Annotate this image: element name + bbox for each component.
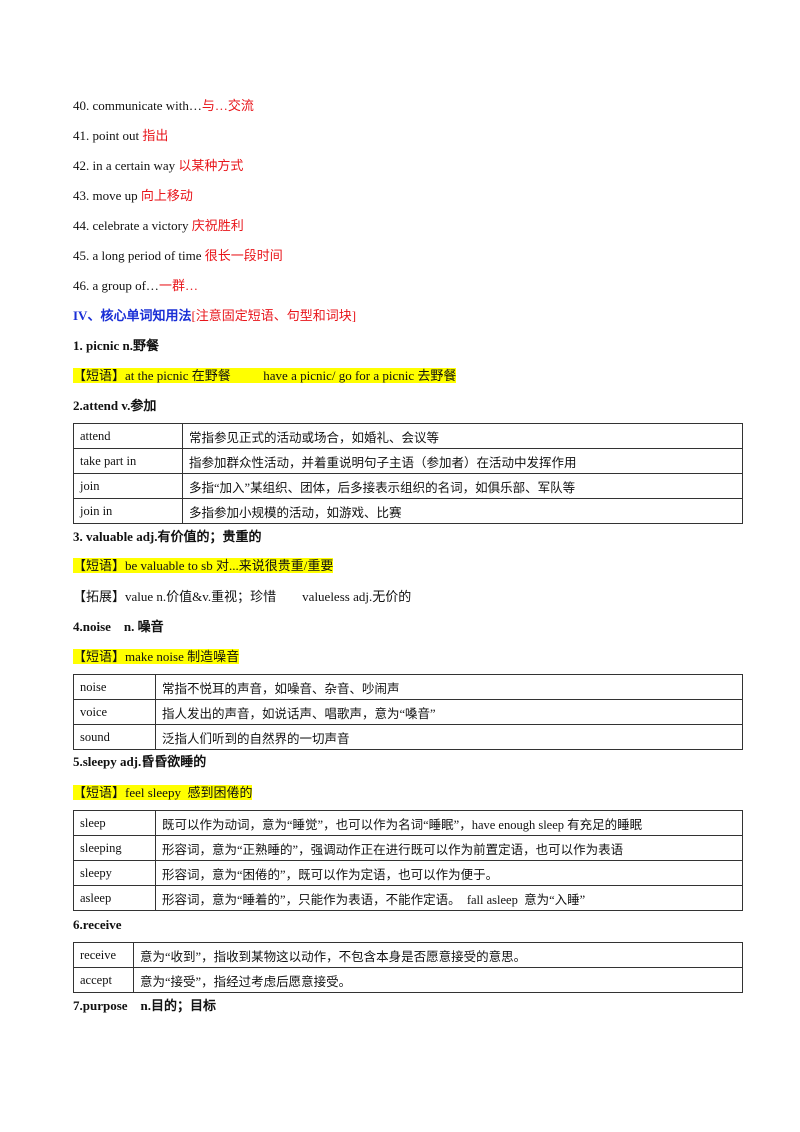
word-heading-receive: 6.receive: [73, 917, 122, 932]
section-note: [注意固定短语、句型和词块]: [191, 308, 357, 323]
word-heading-valuable: 3. valuable adj.有价值的；贵重的: [73, 529, 262, 544]
phrase-en: 43. move up: [73, 188, 141, 203]
phrase-item-45: 45. a long period of time 很长一段时间: [73, 247, 283, 265]
phrase-highlight: 【短语】at the picnic 在野餐 have a picnic/ go …: [73, 368, 457, 383]
table-cell-word: join: [73, 473, 183, 499]
phrase-zh: 向上移动: [140, 188, 193, 203]
table-cell-desc: 指人发出的声音，如说话声、唱歌声，意为“嗓音”: [155, 699, 743, 725]
phrase-zh: 庆祝胜利: [191, 218, 244, 233]
phrase-item-46: 46. a group of…一群…: [73, 277, 198, 295]
phrase-item-40: 40. communicate with…与…交流: [73, 97, 254, 115]
phrase-item-41: 41. point out 指出: [73, 127, 168, 145]
phrase-highlight: 【短语】feel sleepy 感到困倦的: [73, 785, 253, 800]
table-cell-desc: 意为“接受”，指经过考虑后愿意接受。: [133, 967, 743, 993]
phrase-en: 46. a group of…: [73, 278, 159, 293]
table-cell-desc: 形容词，意为“正熟睡的”，强调动作正在进行既可以作为前置定语，也可以作为表语: [155, 835, 743, 861]
phrase-en: 41. point out: [73, 128, 143, 143]
table-cell-desc: 形容词，意为“困倦的”，既可以作为定语，也可以作为便于。: [155, 860, 743, 886]
phrase-zh: 与…交流: [201, 98, 254, 113]
table-cell-desc: 常指参见正式的活动或场合，如婚礼、会议等: [182, 423, 743, 449]
word-heading-attend: 2.attend v.参加: [73, 398, 157, 413]
phrase-item-44: 44. celebrate a victory 庆祝胜利: [73, 217, 244, 235]
table-cell-desc: 意为“收到”，指收到某物这以动作，不包含本身是否愿意接受的意思。: [133, 942, 743, 968]
section-title: IV、核心单词知用法: [73, 308, 192, 323]
table-cell-word: take part in: [73, 448, 183, 474]
phrase-zh: 一群…: [158, 278, 198, 293]
phrase-item-42: 42. in a certain way 以某种方式: [73, 157, 243, 175]
table-cell-word: asleep: [73, 885, 156, 911]
table-cell-word: noise: [73, 674, 156, 700]
phrase-block-noise: 【短语】make noise 制造噪音: [73, 648, 240, 666]
table-cell-desc: 指参加群众性活动，并着重说明句子主语（参加者）在活动中发挥作用: [182, 448, 743, 474]
phrase-block-valuable: 【短语】be valuable to sb 对...来说很贵重/重要: [73, 557, 334, 575]
table-cell-desc: 形容词，意为“睡着的”，只能作为表语，不能作定语。 fall asleep 意为…: [155, 885, 743, 911]
table-cell-word: accept: [73, 967, 134, 993]
section-heading: IV、核心单词知用法[注意固定短语、句型和词块]: [73, 307, 356, 325]
phrase-en: 40. communicate with…: [73, 98, 202, 113]
table-cell-word: sleeping: [73, 835, 156, 861]
table-cell-word: receive: [73, 942, 134, 968]
phrase-en: 42. in a certain way: [73, 158, 179, 173]
table-cell-desc: 泛指人们听到的自然界的一切声音: [155, 724, 743, 750]
phrase-en: 45. a long period of time: [73, 248, 205, 263]
table-cell-word: voice: [73, 699, 156, 725]
phrase-zh: 以某种方式: [178, 158, 244, 173]
word-heading-noise: 4.noise n. 噪音: [73, 619, 164, 634]
phrase-highlight: 【短语】be valuable to sb 对...来说很贵重/重要: [73, 558, 334, 573]
phrase-block-sleepy: 【短语】feel sleepy 感到困倦的: [73, 784, 253, 802]
word-heading-sleepy: 5.sleepy adj.昏昏欲睡的: [73, 754, 207, 769]
table-cell-desc: 多指“加入”某组织、团体，后多接表示组织的名词，如俱乐部、军队等: [182, 473, 743, 499]
extension-valuable: 【拓展】value n.价值&v.重视；珍惜 valueless adj.无价的: [73, 589, 412, 604]
phrase-zh: 指出: [142, 128, 169, 143]
word-heading-picnic: 1. picnic n.野餐: [73, 338, 159, 353]
table-cell-word: sound: [73, 724, 156, 750]
phrase-block-picnic: 【短语】at the picnic 在野餐 have a picnic/ go …: [73, 367, 457, 385]
table-cell-word: sleep: [73, 810, 156, 836]
phrase-zh: 很长一段时间: [204, 248, 283, 263]
table-cell-desc: 多指参加小规模的活动，如游戏、比赛: [182, 498, 743, 524]
table-cell-desc: 常指不悦耳的声音，如噪音、杂音、吵闹声: [155, 674, 743, 700]
table-cell-word: sleepy: [73, 860, 156, 886]
table-cell-word: join in: [73, 498, 183, 524]
word-heading-purpose: 7.purpose n.目的；目标: [73, 998, 217, 1013]
phrase-highlight: 【短语】make noise 制造噪音: [73, 649, 240, 664]
table-cell-word: attend: [73, 423, 183, 449]
phrase-en: 44. celebrate a victory: [73, 218, 192, 233]
table-cell-desc: 既可以作为动词，意为“睡觉”，也可以作为名词“睡眠”，have enough s…: [155, 810, 743, 836]
phrase-item-43: 43. move up 向上移动: [73, 187, 193, 205]
